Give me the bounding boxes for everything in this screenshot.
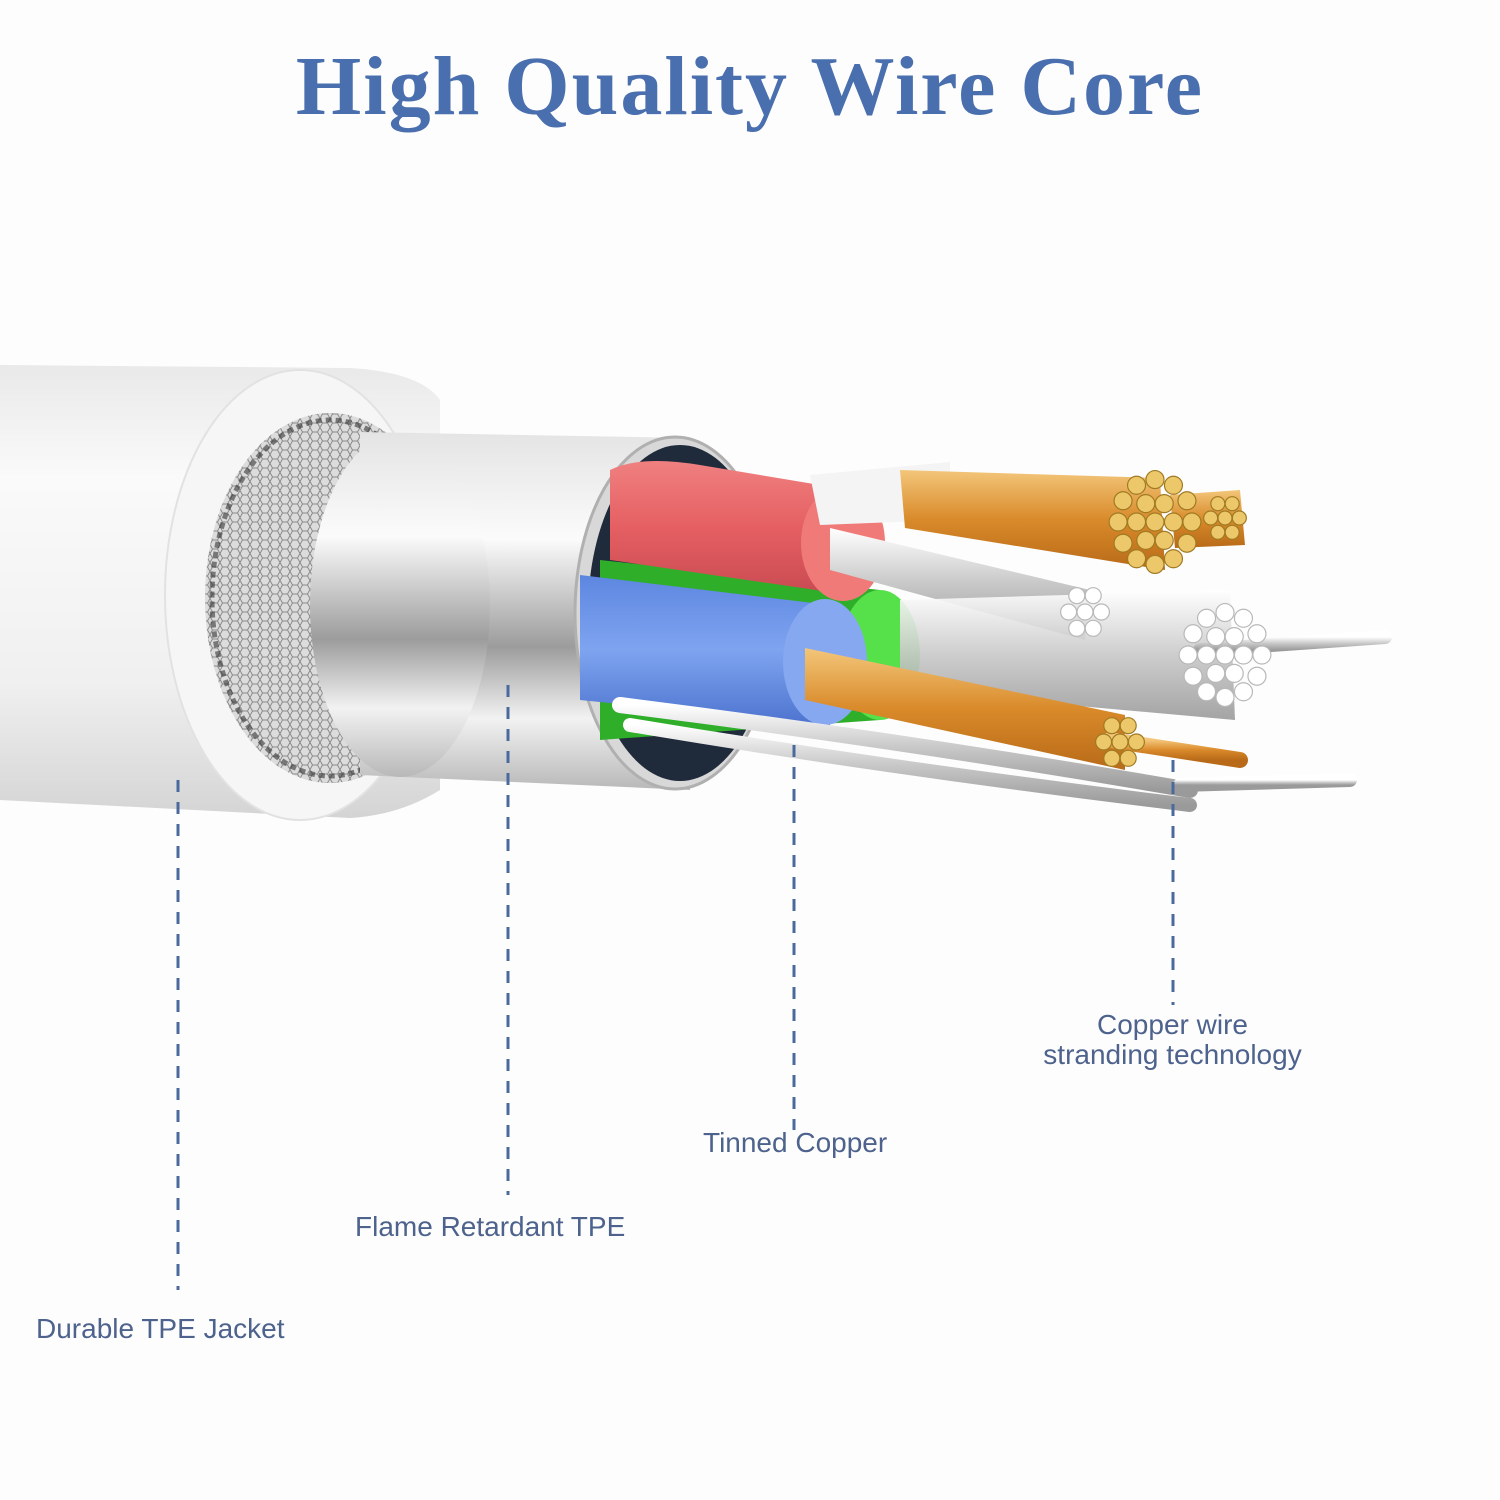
- tinned-strand-end: [1247, 666, 1267, 686]
- copper-strand-end: [1163, 475, 1184, 495]
- label-copper-stranding-line2: stranding technology: [1043, 1039, 1302, 1070]
- tinned-strand-end: [1206, 663, 1226, 683]
- tinned-strand-end: [1247, 624, 1267, 644]
- copper-strand-end: [1126, 512, 1147, 532]
- copper-strand-end: [1094, 733, 1113, 751]
- tinned-strand-end: [1233, 645, 1254, 665]
- copper-strand-end: [1113, 491, 1133, 511]
- copper-strand-end: [1108, 512, 1128, 532]
- copper-strand-end: [1136, 530, 1156, 550]
- tinned-strand-end: [1224, 663, 1244, 683]
- tinned-strand-end: [1092, 603, 1111, 621]
- leader-lines: [176, 685, 1175, 1290]
- tinned-strand-end: [1068, 587, 1086, 605]
- tinned-strand-end: [1233, 608, 1254, 628]
- copper-strand-end: [1224, 524, 1240, 540]
- copper-strand-end: [1177, 533, 1197, 553]
- tinned-strand-end: [1196, 645, 1217, 665]
- tinned-strand-end: [1206, 627, 1226, 647]
- tinned-strand-end: [1215, 645, 1235, 665]
- copper-strand-end: [1231, 510, 1247, 526]
- copper-strand-end: [1127, 733, 1146, 751]
- copper-strand-end: [1145, 512, 1165, 532]
- copper-strand-end: [1154, 494, 1174, 514]
- copper-strand-end: [1210, 524, 1226, 540]
- label-tinned-copper: Tinned Copper: [703, 1127, 888, 1158]
- label-copper-stranding: Copper wire stranding technology: [1010, 1010, 1335, 1070]
- label-copper-stranding-line1: Copper wire: [1097, 1009, 1248, 1040]
- copper-strand-end: [1210, 496, 1226, 512]
- label-flame-retardant-tpe: Flame Retardant TPE: [355, 1211, 626, 1242]
- copper-strand-end: [1113, 533, 1133, 553]
- tinned-strand-end: [1183, 624, 1203, 644]
- copper-strand-end: [1119, 749, 1137, 767]
- tinned-strand-end: [1059, 603, 1078, 621]
- copper-strand-end: [1119, 717, 1137, 735]
- copper-strand-end: [1154, 530, 1174, 550]
- copper-strand-end: [1126, 549, 1147, 569]
- tinned-strand-end: [1084, 587, 1102, 605]
- tinned-strand-end: [1068, 619, 1086, 637]
- copper-strand-end: [1103, 749, 1121, 767]
- drain-wires: [612, 697, 1357, 812]
- copper-strand-end: [1217, 510, 1233, 526]
- tinned-strand-end: [1084, 619, 1102, 637]
- copper-strand-end: [1203, 510, 1219, 526]
- tinned-strand-end: [1076, 603, 1094, 621]
- tinned-strand-end: [1196, 682, 1217, 702]
- label-durable-tpe-jacket: Durable TPE Jacket: [36, 1313, 285, 1344]
- tinned-strand-end: [1215, 602, 1235, 623]
- copper-strand-end: [1163, 512, 1184, 532]
- tinned-strand-end: [1178, 645, 1198, 665]
- tinned-strand-end: [1215, 687, 1235, 708]
- copper-strand-end: [1224, 496, 1240, 512]
- copper-strand-end: [1177, 491, 1197, 511]
- copper-strand-end: [1111, 733, 1129, 751]
- tinned-strand-end: [1252, 645, 1272, 665]
- copper-strand-end: [1145, 469, 1165, 490]
- copper-strand-end: [1126, 475, 1147, 495]
- copper-strand-end: [1182, 512, 1202, 532]
- tinned-strand-end: [1233, 682, 1254, 702]
- copper-strand-end: [1103, 717, 1121, 735]
- page-title: High Quality Wire Core: [295, 40, 1205, 133]
- copper-strand-end: [1145, 554, 1165, 575]
- tinned-strand-end: [1196, 608, 1217, 628]
- tinned-strand-end: [1224, 627, 1244, 647]
- copper-strand-end: [1136, 494, 1156, 514]
- copper-strand-end: [1163, 549, 1184, 569]
- tinned-strand-end: [1183, 666, 1203, 686]
